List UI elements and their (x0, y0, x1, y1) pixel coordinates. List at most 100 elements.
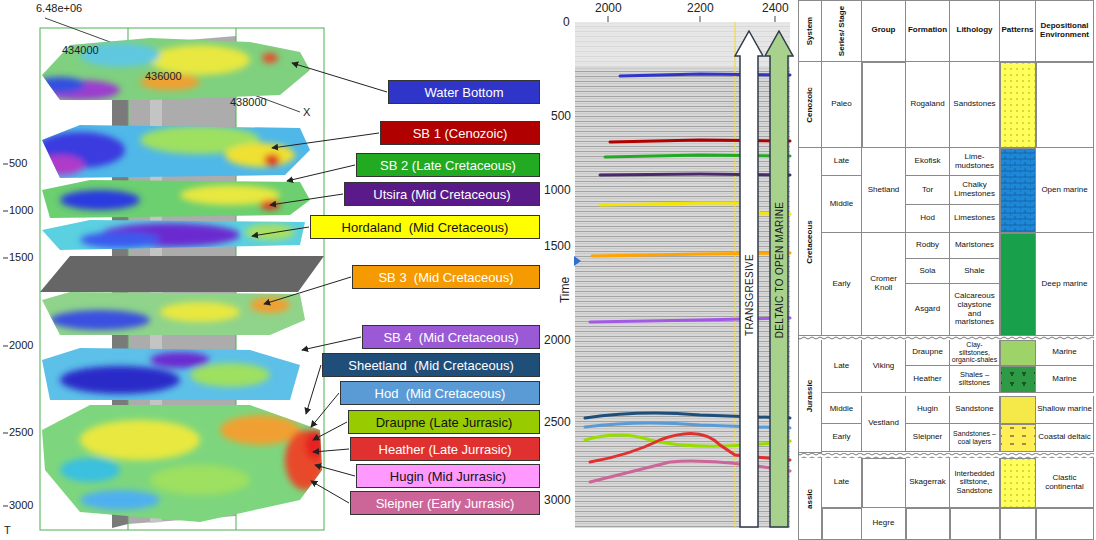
table-cell: Hugin (906, 396, 950, 424)
table-cell: Cromer Knoll (862, 233, 906, 336)
table-cell: Depositional Environment (1036, 0, 1094, 62)
table-text: Rogaland (910, 100, 944, 109)
axis-label: 2500 (9, 426, 33, 439)
strat-table-grid-part (1001, 425, 1036, 452)
table-text: Heather (913, 375, 941, 384)
horizon-slices-part-part-part (245, 224, 295, 240)
axis-label: 2000 (9, 339, 33, 352)
horizon-slices-part-part-part (35, 155, 85, 175)
horizon-slices-part-part-part (264, 154, 280, 166)
seismic-section-part-part (590, 434, 790, 462)
callout-label: Hod (Mid Cretaceous) (375, 386, 506, 401)
horizon-slices-part-part (60, 415, 325, 510)
horizon-slices-part-part (40, 30, 330, 110)
axis-label: 2500 (544, 416, 571, 430)
callout-label: Heather (Late Jurrasic) (379, 442, 512, 457)
callout-box: SB 1 (Cenozoic) (380, 121, 540, 145)
table-text: assic (805, 488, 814, 508)
table-cell: Rodby (906, 233, 950, 259)
table-text: Early (832, 280, 850, 289)
leader-lines-part (311, 393, 339, 427)
table-cell: Hegre (862, 508, 906, 540)
table-cell: Middle (822, 176, 862, 233)
axis-label: 500 (9, 157, 27, 170)
horizon-slices-part-part-part (60, 366, 180, 394)
seismic-section-part (585, 74, 790, 482)
table-cell: Hod (906, 205, 950, 233)
horizon-slices-part (40, 345, 330, 403)
axis-label: 1000 (9, 204, 33, 217)
seismic-section-part (734, 22, 735, 528)
horizon-slices-part-part-part (220, 415, 300, 445)
table-cell: Patterns (1000, 0, 1036, 62)
leader-lines-part (292, 63, 387, 92)
callout-box: Draupne (Late Jurrasic) (348, 410, 540, 434)
seismic-section-part (575, 22, 790, 528)
horizon-slices-part-part (35, 43, 278, 100)
leader-lines-part (315, 465, 355, 476)
table-text: Clastic continental (1037, 474, 1092, 492)
callout-label: SB 3 (Mid Cretaceous) (378, 270, 513, 285)
seismic-section-part-part (610, 140, 790, 142)
callout-box: SB 4 (Mid Cretaceous) (362, 325, 540, 349)
table-cell: Draupne (906, 340, 950, 366)
table-text: Cenozoic (805, 87, 814, 123)
axis-label: 2000 (544, 334, 571, 348)
strat-table-grid-part (1001, 341, 1036, 366)
table-cell: Chalky Limestones (950, 176, 1000, 205)
strat-table-grid-part (798, 0, 1094, 1)
table-text: Shallow marine (1037, 405, 1092, 414)
leader-lines-part (287, 165, 355, 181)
callout-label: Hugin (Mid Jurrasic) (390, 469, 506, 484)
axis-label: 434000 (62, 44, 99, 57)
horizon-slices-part-part (80, 223, 295, 248)
table-text: Vestland (868, 419, 899, 428)
table-text: Asgard (915, 305, 940, 314)
table-text: Marlstones (955, 241, 994, 250)
horizon-slices (35, 30, 330, 525)
cube-box-part (3, 164, 8, 165)
strat-table-grid-part (1001, 397, 1036, 424)
table-cell: Cretaceous (798, 148, 822, 336)
table-cell: Sandstones (950, 62, 1000, 148)
callout-box: Hod (Mid Cretaceous) (340, 381, 540, 405)
axis-label: T (4, 524, 11, 537)
callout-box: Hugin (Mid Jurrasic) (356, 464, 540, 488)
leader-lines-part (302, 337, 361, 350)
callout-label: Draupne (Late Jurrasic) (376, 415, 513, 430)
seismic-section-part-part (600, 174, 790, 175)
axis-label: 436000 (145, 70, 182, 83)
table-text: Formation (908, 26, 947, 35)
table-cell: Jurassic (798, 340, 822, 453)
callout-label: Hordaland (Mid Cretaceous) (342, 220, 509, 235)
seismic-section-part (700, 16, 701, 22)
table-text: Coastal deltaic (1038, 433, 1090, 442)
table-cell: Asgard (906, 284, 950, 336)
horizon-slices-part-part (35, 126, 295, 175)
callout-label: SB 1 (Cenozoic) (413, 126, 508, 141)
table-cell: Late (822, 458, 862, 508)
strat-table-grid-part (1001, 367, 1036, 393)
horizon-slices-part-part (40, 218, 330, 252)
table-text: Deep marine (1042, 280, 1088, 289)
cube-box-part (3, 346, 8, 347)
horizon-slices-part-part-part (150, 352, 210, 368)
callout-label: Sheetland (Mid Cretaceous) (348, 358, 513, 373)
strat-table-grid (798, 0, 1094, 540)
axis-label: 2000 (595, 2, 622, 16)
seismic-section-part-part (592, 253, 790, 256)
strat-table-grid-part (863, 459, 906, 508)
horizon-slices-part-part-part (80, 490, 160, 510)
horizon-slices-part-part-part (305, 430, 325, 460)
table-text: Cromer Knoll (863, 275, 904, 293)
table-text: Late (834, 478, 850, 487)
table-cell: Lime-mudstones (950, 148, 1000, 176)
table-text: Open marine (1041, 186, 1087, 195)
table-cell: Sandstones – coal layers (950, 424, 1000, 452)
horizon-slices-part-part-part (250, 297, 290, 313)
axis-label: 2400 (762, 2, 789, 16)
cube-box-part (3, 211, 8, 212)
seismic-section-part-part (605, 155, 790, 157)
seismic-section-part-part (590, 461, 790, 482)
table-cell: Clay-siltstones, organic-shales (950, 340, 1000, 366)
